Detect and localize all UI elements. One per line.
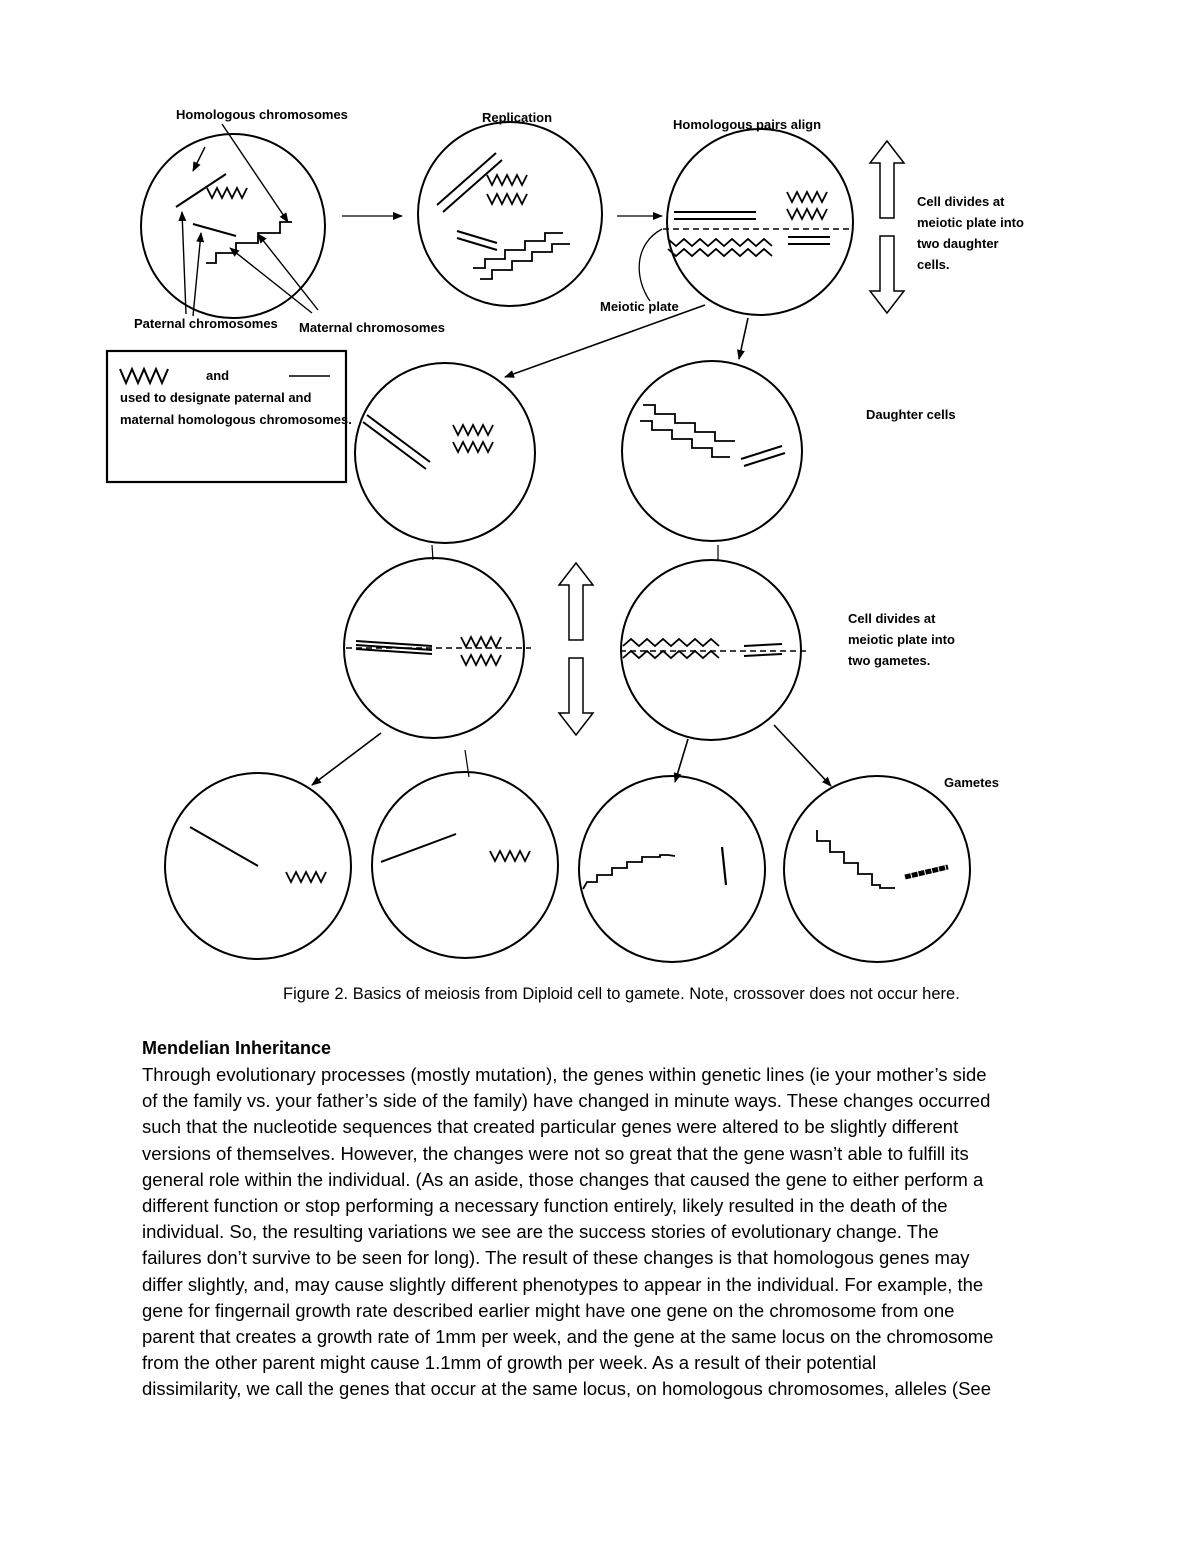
label-gametes: Gametes xyxy=(944,775,999,790)
label-cell-divides-1-line1: Cell divides at xyxy=(917,194,1005,209)
diploid-cell xyxy=(140,133,326,319)
label-daughter-cells: Daughter cells xyxy=(866,407,956,422)
gamete-4 xyxy=(783,775,971,963)
legend-line3: maternal homologous chromosomes. xyxy=(120,412,352,427)
label-homologous-chromosomes: Homologous chromosomes xyxy=(176,107,348,122)
gamete-3 xyxy=(578,775,766,963)
paragraph-line: versions of themselves. However, the cha… xyxy=(142,1142,969,1164)
daughter-cell-right xyxy=(621,360,803,542)
gamete-1 xyxy=(164,772,352,960)
label-maternal-chromosomes: Maternal chromosomes xyxy=(299,320,445,335)
figure-caption: Figure 2. Basics of meiosis from Diploid… xyxy=(283,985,960,1003)
paragraph-line: individual. So, the resulting variations… xyxy=(142,1221,939,1243)
body-paragraph: Through evolutionary processes (mostly m… xyxy=(142,1062,1102,1403)
label-replication: Replication xyxy=(482,110,552,125)
section-heading: Mendelian Inheritance xyxy=(142,1038,332,1058)
label-paternal-chromosomes: Paternal chromosomes xyxy=(134,316,278,331)
gamete-2 xyxy=(371,771,559,959)
meiosis-figure: Homologous chromosomes Replication Homol… xyxy=(105,107,1024,963)
label-cell-divides-1-line3: two daughter xyxy=(917,236,999,251)
up-arrow-1 xyxy=(868,139,906,219)
label-cell-divides-1-line4: cells. xyxy=(917,257,950,272)
paragraph-line: parent that creates a growth rate of 1mm… xyxy=(142,1326,994,1348)
paragraph-line: different function or stop performing a … xyxy=(142,1195,948,1217)
label-cell-divides-1-line2: meiotic plate into xyxy=(917,215,1024,230)
dividing-cell-right xyxy=(620,559,802,741)
label-cell-divides-2-line2: meiotic plate into xyxy=(848,632,955,647)
paragraph-line: of the family vs. your father’s side of … xyxy=(142,1090,991,1112)
down-arrow-2 xyxy=(557,657,595,737)
dividing-cell-left xyxy=(343,557,525,739)
paragraph-line: general role within the individual. (As … xyxy=(142,1168,984,1190)
label-cell-divides-2-line3: two gametes. xyxy=(848,653,930,668)
paragraph-line: differ slightly, and, may cause slightly… xyxy=(142,1273,984,1295)
paragraph-line: Through evolutionary processes (mostly m… xyxy=(142,1064,987,1085)
label-cell-divides-2-line1: Cell divides at xyxy=(848,611,936,626)
paragraph-line: dissimilarity, we call the genes that oc… xyxy=(142,1378,992,1400)
paragraph-line: failures don’t survive to be seen for lo… xyxy=(142,1247,970,1269)
paragraph-line: gene for fingernail growth rate describe… xyxy=(142,1299,955,1321)
label-homologous-pairs-align: Homologous pairs align xyxy=(673,117,821,132)
aligned-cell xyxy=(666,128,854,316)
daughter-cell-left xyxy=(354,362,536,544)
legend-box xyxy=(105,349,348,484)
paragraph-line: such that the nucleotide sequences that … xyxy=(142,1116,959,1138)
up-arrow-2 xyxy=(557,561,595,641)
legend-and: and xyxy=(206,368,229,383)
label-meiotic-plate: Meiotic plate xyxy=(600,299,679,314)
down-arrow-1 xyxy=(868,235,906,315)
paragraph-line: from the other parent might cause 1.1mm … xyxy=(142,1352,877,1374)
legend-line2: used to designate paternal and xyxy=(120,390,311,405)
replication-cell xyxy=(417,121,603,307)
